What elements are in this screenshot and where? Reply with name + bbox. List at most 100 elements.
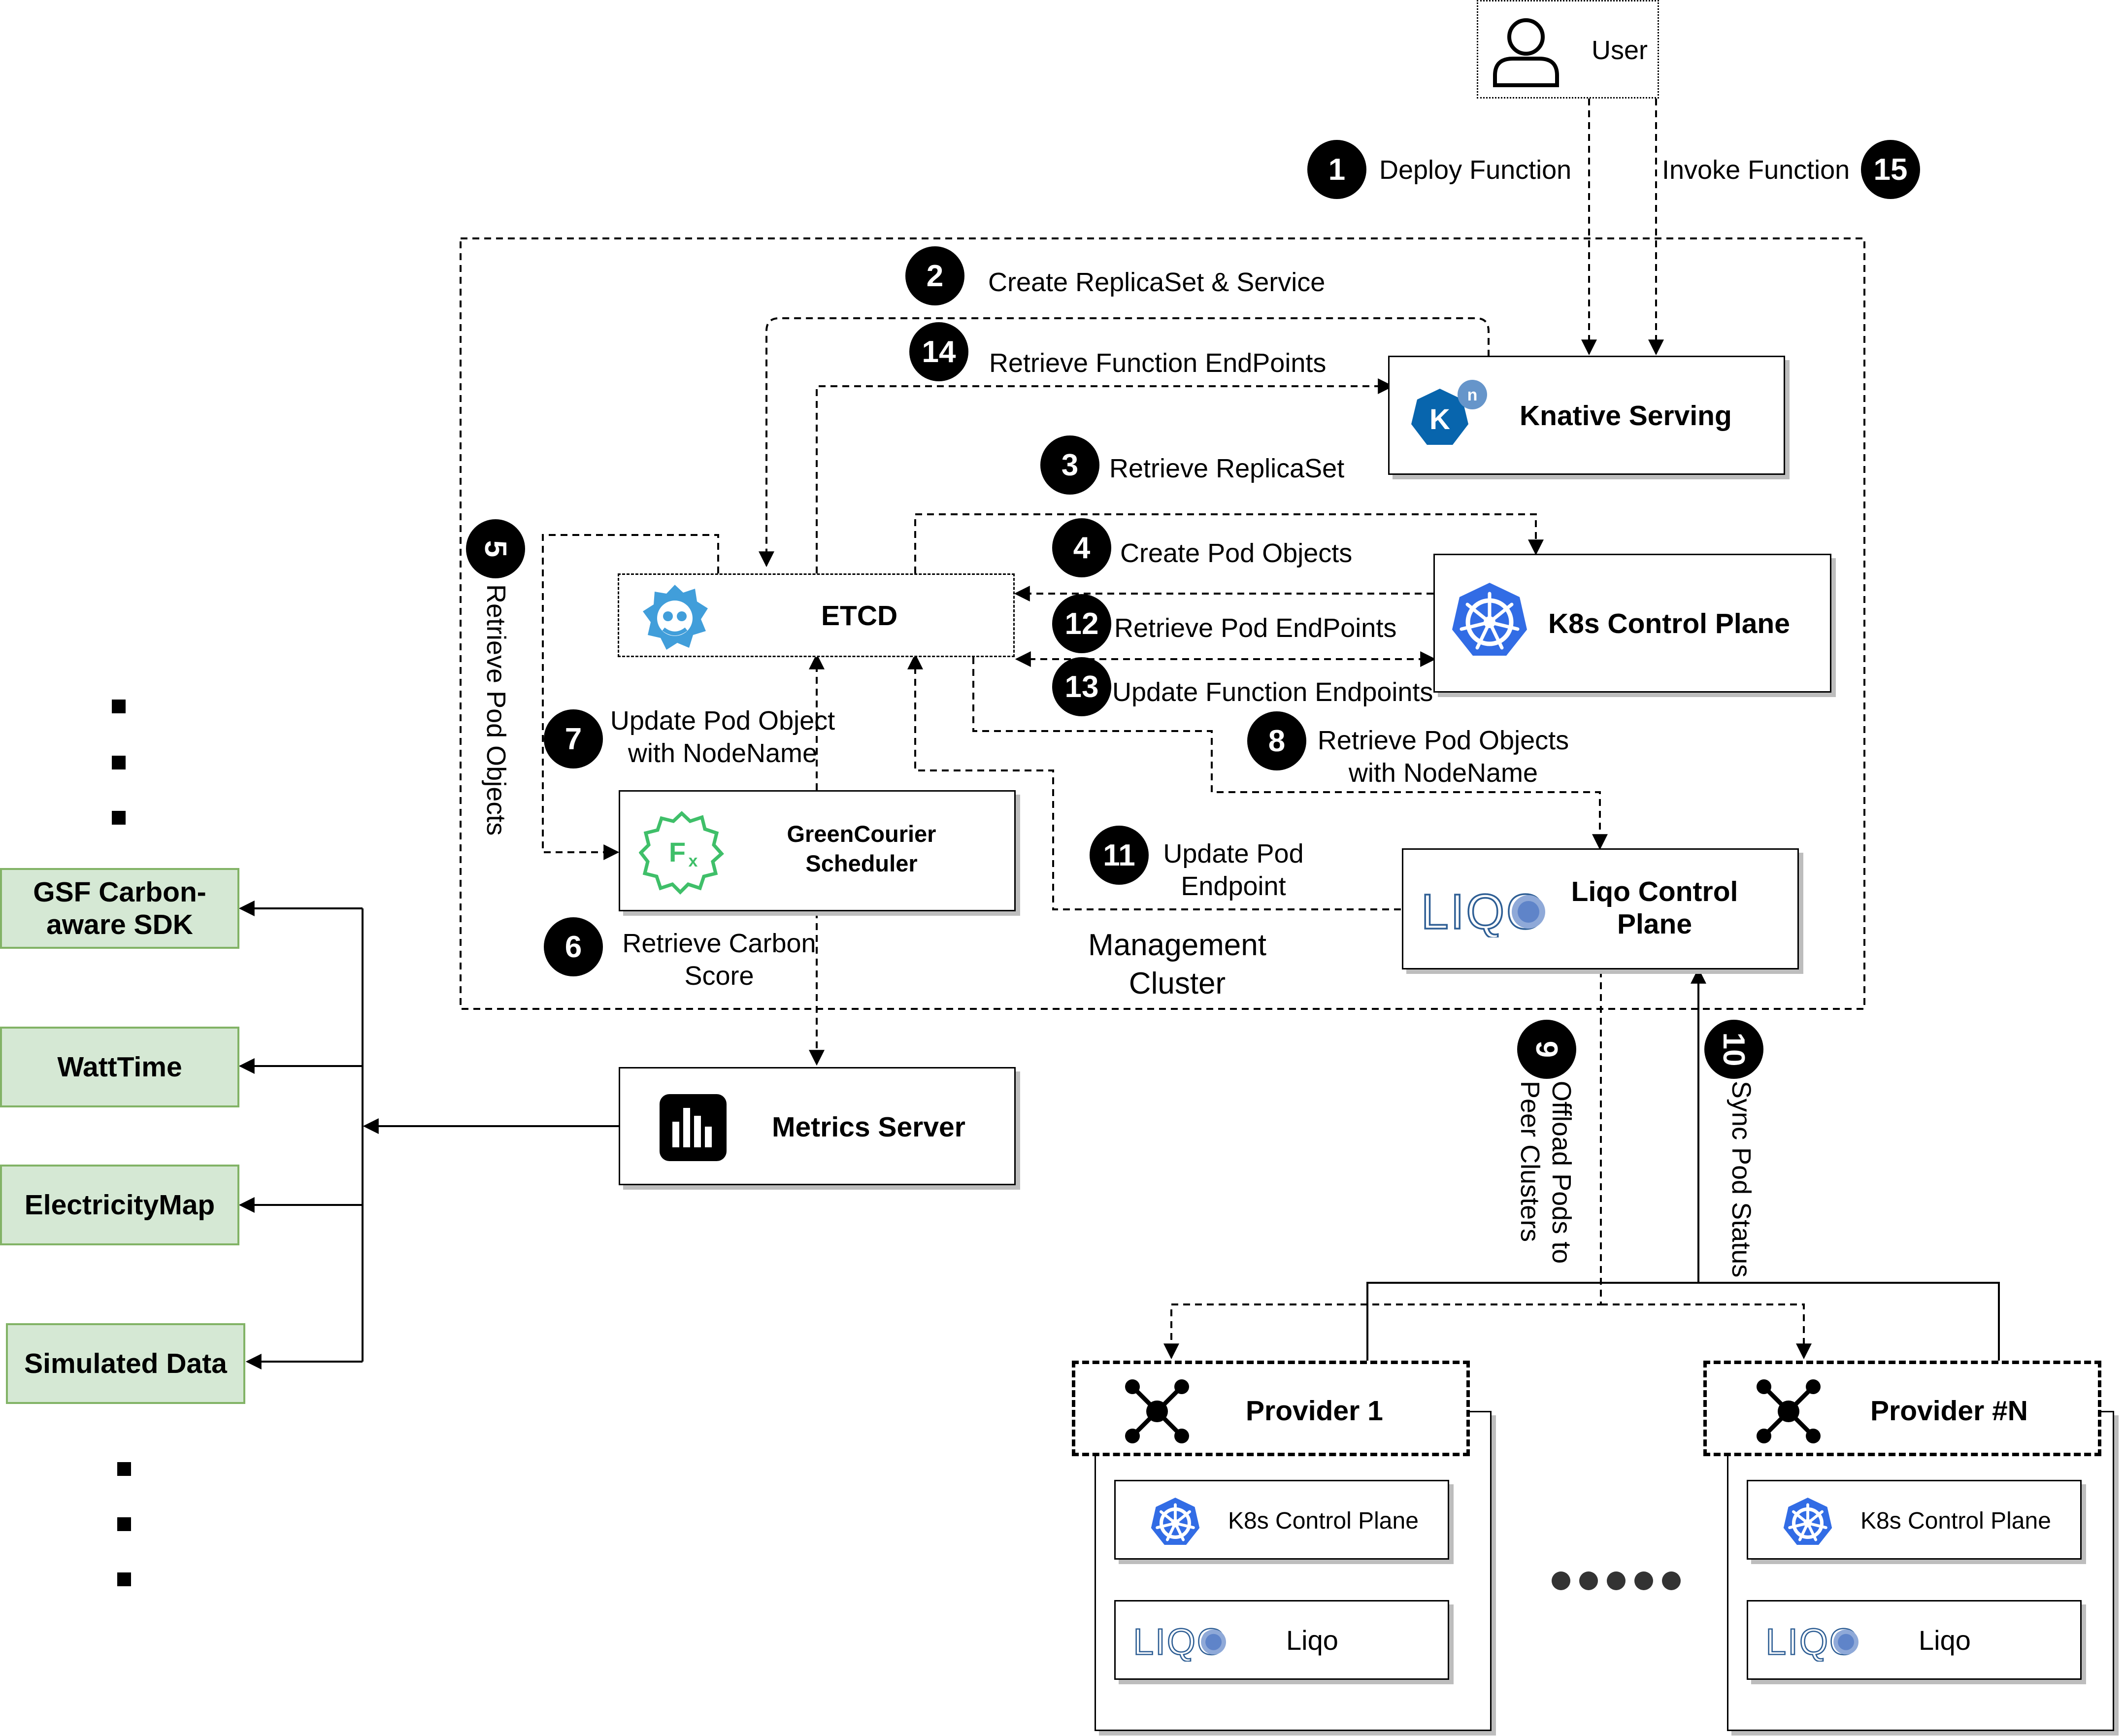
bar-chart-icon xyxy=(660,1094,727,1161)
etcd-logo-icon xyxy=(643,585,708,650)
step-label-offload-pods: Offload Pods to Peer Clusters xyxy=(1514,1081,1577,1264)
sync-pod-status-arrow xyxy=(1366,968,1706,1363)
knative-logo-icon: K n xyxy=(1411,380,1487,445)
step-badge-9: 9 xyxy=(1517,1020,1576,1079)
knative-letter: K xyxy=(1429,403,1450,435)
provider-n-k8s-label: K8s Control Plane xyxy=(1860,1508,2051,1534)
greencourier-fx-icon: F x xyxy=(639,811,724,895)
step-label-update-pod-object: Update Pod Object with NodeName xyxy=(602,704,843,769)
provider-n-cluster-body xyxy=(1727,1411,2114,1731)
ellipsis-dot xyxy=(1634,1571,1653,1590)
liqo-logo-icon: LIQO xyxy=(1132,1620,1226,1662)
step-badge-15: 15 xyxy=(1861,140,1920,199)
step-label-update-pod-endpoint-line1: Update Pod xyxy=(1163,839,1304,868)
provider-1-k8s-node: K8s Control Plane xyxy=(1114,1480,1449,1560)
step-label-deploy-function: Deploy Function xyxy=(1379,155,1572,185)
step-badge-6: 6 xyxy=(544,917,603,976)
liqo-control-plane-title: Liqo Control Plane xyxy=(1551,875,1758,940)
step-label-retrieve-carbon-score-line2: Score xyxy=(684,961,754,991)
step-label-update-pod-endpoint-line2: Endpoint xyxy=(1181,871,1286,901)
kubernetes-wheel-icon xyxy=(1452,583,1527,656)
ellipsis-square-top-3 xyxy=(112,811,126,825)
provider-1-k8s-label: K8s Control Plane xyxy=(1228,1508,1419,1534)
step-label-retrieve-pod-objects: Retrieve Pod Objects xyxy=(481,584,511,836)
network-hub-icon xyxy=(1125,1379,1189,1443)
step-label-retrieve-carbon-score: Retrieve Carbon Score xyxy=(611,927,828,992)
ellipsis-dot xyxy=(1662,1571,1681,1590)
provider-n-liqo-label: Liqo xyxy=(1919,1625,1971,1656)
metrics-server-node: Metrics Server xyxy=(619,1067,1016,1185)
user-label: User xyxy=(1592,35,1648,65)
step-label-update-pod-object-line1: Update Pod Object xyxy=(610,706,835,735)
ellipsis-square-bottom-1 xyxy=(117,1462,131,1476)
offload-pods-arrow-n xyxy=(1601,1303,1812,1360)
management-cluster-line1: Management xyxy=(1088,928,1266,962)
update-pod-endpoint-arrow xyxy=(907,653,1401,910)
ellipsis-square-bottom-3 xyxy=(117,1572,131,1586)
kubernetes-wheel-icon xyxy=(1783,1498,1832,1545)
user-icon xyxy=(1493,18,1559,87)
step-badge-12: 12 xyxy=(1052,594,1111,653)
svg-text:x: x xyxy=(689,852,698,870)
ellipsis-square-top-2 xyxy=(112,756,126,769)
network-hub-icon xyxy=(1757,1379,1821,1443)
ellipsis-dot xyxy=(1579,1571,1598,1590)
step-badge-1: 1 xyxy=(1307,140,1366,199)
provider-1-header: Provider 1 xyxy=(1072,1361,1470,1456)
step-label-retrieve-carbon-score-line1: Retrieve Carbon xyxy=(622,929,816,958)
greencourier-title-line2: Scheduler xyxy=(805,850,918,876)
greencourier-scheduler-node: F x GreenCourier Scheduler xyxy=(619,790,1016,911)
gsf-line2: aware SDK xyxy=(46,909,193,940)
step-badge-4: 4 xyxy=(1052,518,1111,577)
k8s-control-plane-title: K8s Control Plane xyxy=(1548,608,1790,639)
step-label-retrieve-pod-nodename: Retrieve Pod Objects with NodeName xyxy=(1310,724,1576,789)
liqo-title-line2: Plane xyxy=(1617,908,1693,940)
ellipsis-square-bottom-2 xyxy=(117,1517,131,1531)
step-label-sync-pod-status: Sync Pod Status xyxy=(1726,1081,1756,1278)
provider-1-cluster-body xyxy=(1095,1411,1492,1731)
gsf-carbon-aware-sdk-box: GSF Carbon- aware SDK xyxy=(0,868,239,949)
step-badge-13: 13 xyxy=(1052,657,1111,716)
step-label-retrieve-pod-nodename-line1: Retrieve Pod Objects xyxy=(1317,726,1569,755)
provider-n-header: Provider #N xyxy=(1703,1361,2101,1456)
retrieve-pod-nodename-arrow xyxy=(972,657,1608,850)
step-badge-8: 8 xyxy=(1247,711,1306,770)
user-node: User xyxy=(1477,0,1659,99)
knative-serving-node: K n Knative Serving xyxy=(1388,356,1785,475)
provider-n-title: Provider #N xyxy=(1870,1395,2028,1427)
etcd-title: ETCD xyxy=(821,600,898,632)
ellipsis-dot xyxy=(1607,1571,1626,1590)
step-badge-2: 2 xyxy=(905,246,964,305)
step-label-create-pod-objects: Create Pod Objects xyxy=(1120,538,1353,568)
retrieve-function-endpoints-arrow xyxy=(816,378,1394,573)
provider-1-liqo-node: LIQO Liqo xyxy=(1114,1600,1449,1680)
liqo-title-line1: Liqo Control xyxy=(1571,876,1738,907)
management-cluster-label: Management Cluster xyxy=(1064,926,1291,1003)
watttime-box: WattTime xyxy=(0,1027,239,1107)
svg-text:F: F xyxy=(669,836,686,868)
etcd-node: ETCD xyxy=(618,573,1015,657)
step-label-offload-pods-line1: Offload Pods to xyxy=(1547,1081,1576,1264)
step-label-create-replicaset: Create ReplicaSet & Service xyxy=(988,267,1326,297)
electricitymap-box: ElectricityMap xyxy=(0,1165,239,1245)
step-label-retrieve-replicaset: Retrieve ReplicaSet xyxy=(1109,454,1345,483)
kubernetes-wheel-icon xyxy=(1151,1498,1200,1545)
liqo-logo-icon: LIQO xyxy=(1765,1620,1858,1662)
step-label-update-pod-endpoint: Update Pod Endpoint xyxy=(1155,837,1312,902)
step-badge-11: 11 xyxy=(1090,826,1149,885)
metrics-server-title: Metrics Server xyxy=(772,1111,965,1143)
management-cluster-boundary xyxy=(460,237,1865,1010)
step-badge-5: 5 xyxy=(466,519,525,578)
more-providers-ellipsis xyxy=(1552,1571,1681,1590)
step-label-retrieve-pod-endpoints: Retrieve Pod EndPoints xyxy=(1114,613,1397,643)
step-badge-7: 7 xyxy=(544,709,603,768)
ellipsis-dot xyxy=(1552,1571,1570,1590)
liqo-logo-icon: LIQO xyxy=(1420,883,1545,937)
management-cluster-line2: Cluster xyxy=(1128,967,1226,1001)
sync-pod-status-line-n xyxy=(1698,1282,2000,1363)
create-replicaset-arrow xyxy=(759,317,1490,568)
step-label-offload-pods-line2: Peer Clusters xyxy=(1515,1081,1545,1242)
gsf-line1: GSF Carbon- xyxy=(33,876,206,908)
step-label-invoke-function: Invoke Function xyxy=(1662,155,1850,185)
